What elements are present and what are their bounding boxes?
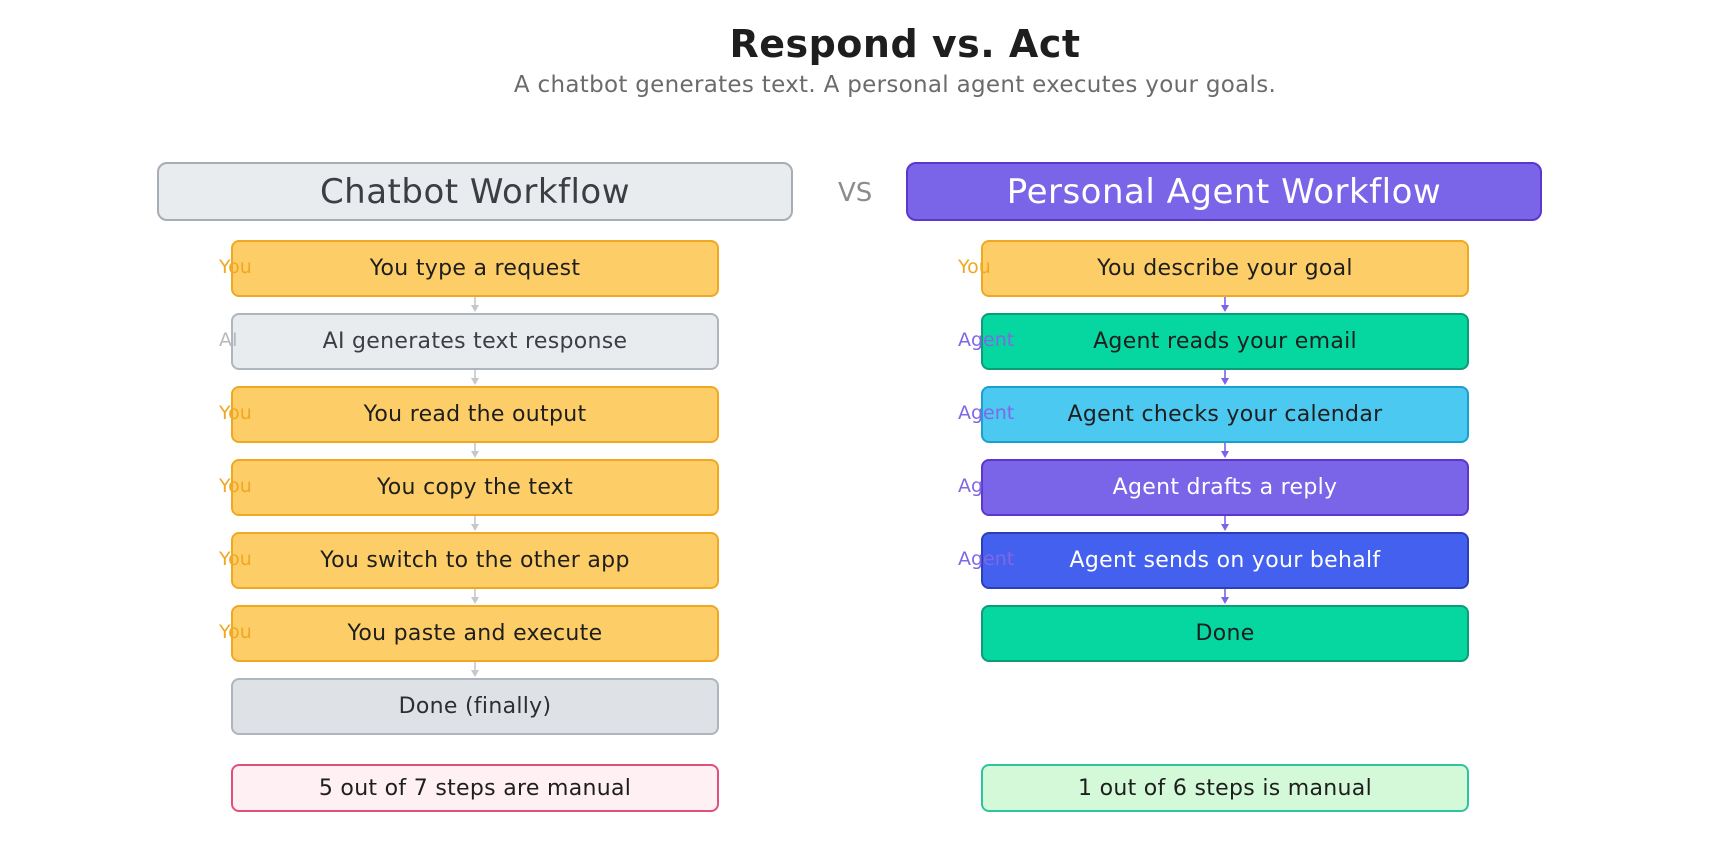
right-step-6: Done <box>981 605 1469 662</box>
left-step-4-role-label: You <box>219 475 252 497</box>
left-step-3: You read the output <box>231 386 719 443</box>
right-step-4: Agent drafts a reply <box>981 459 1469 516</box>
left-step-2: AI generates text response <box>231 313 719 370</box>
right-step-3-role-label: Agent <box>958 402 1015 424</box>
left-step-5: You switch to the other app <box>231 532 719 589</box>
left-step-5-role-label: You <box>219 548 252 570</box>
right-step-4-role-label: Ag <box>958 475 984 497</box>
right-step-5-role-label: Agent <box>958 548 1015 570</box>
left-step-2-role-label: AI <box>219 329 238 351</box>
left-arrowhead-4 <box>471 524 479 531</box>
left-arrowhead-3 <box>471 451 479 458</box>
left-step-1: You type a request <box>231 240 719 297</box>
right-step-1-role-label: You <box>958 256 991 278</box>
right-arrowhead-5 <box>1221 597 1229 604</box>
agent-workflow-header: Personal Agent Workflow <box>906 162 1542 221</box>
left-arrowhead-5 <box>471 597 479 604</box>
vs-label: VS <box>838 178 873 208</box>
left-arrowhead-6 <box>471 670 479 677</box>
right-step-2: Agent reads your email <box>981 313 1469 370</box>
left-step-6: You paste and execute <box>231 605 719 662</box>
right-step-5: Agent sends on your behalf <box>981 532 1469 589</box>
left-arrowhead-1 <box>471 305 479 312</box>
right-step-3: Agent checks your calendar <box>981 386 1469 443</box>
chatbot-summary: 5 out of 7 steps are manual <box>231 764 719 812</box>
agent-summary: 1 out of 6 steps is manual <box>981 764 1469 812</box>
right-arrowhead-4 <box>1221 524 1229 531</box>
left-step-7: Done (finally) <box>231 678 719 735</box>
left-step-4: You copy the text <box>231 459 719 516</box>
right-step-2-role-label: Agent <box>958 329 1015 351</box>
diagram-subtitle: A chatbot generates text. A personal age… <box>513 72 1277 98</box>
right-arrowhead-3 <box>1221 451 1229 458</box>
left-step-6-role-label: You <box>219 621 252 643</box>
left-step-1-role-label: You <box>219 256 252 278</box>
left-step-3-role-label: You <box>219 402 252 424</box>
diagram-title: Respond vs. Act <box>729 22 1081 66</box>
right-step-1: You describe your goal <box>981 240 1469 297</box>
chatbot-workflow-header: Chatbot Workflow <box>157 162 793 221</box>
left-arrowhead-2 <box>471 378 479 385</box>
right-arrowhead-1 <box>1221 305 1229 312</box>
right-arrowhead-2 <box>1221 378 1229 385</box>
